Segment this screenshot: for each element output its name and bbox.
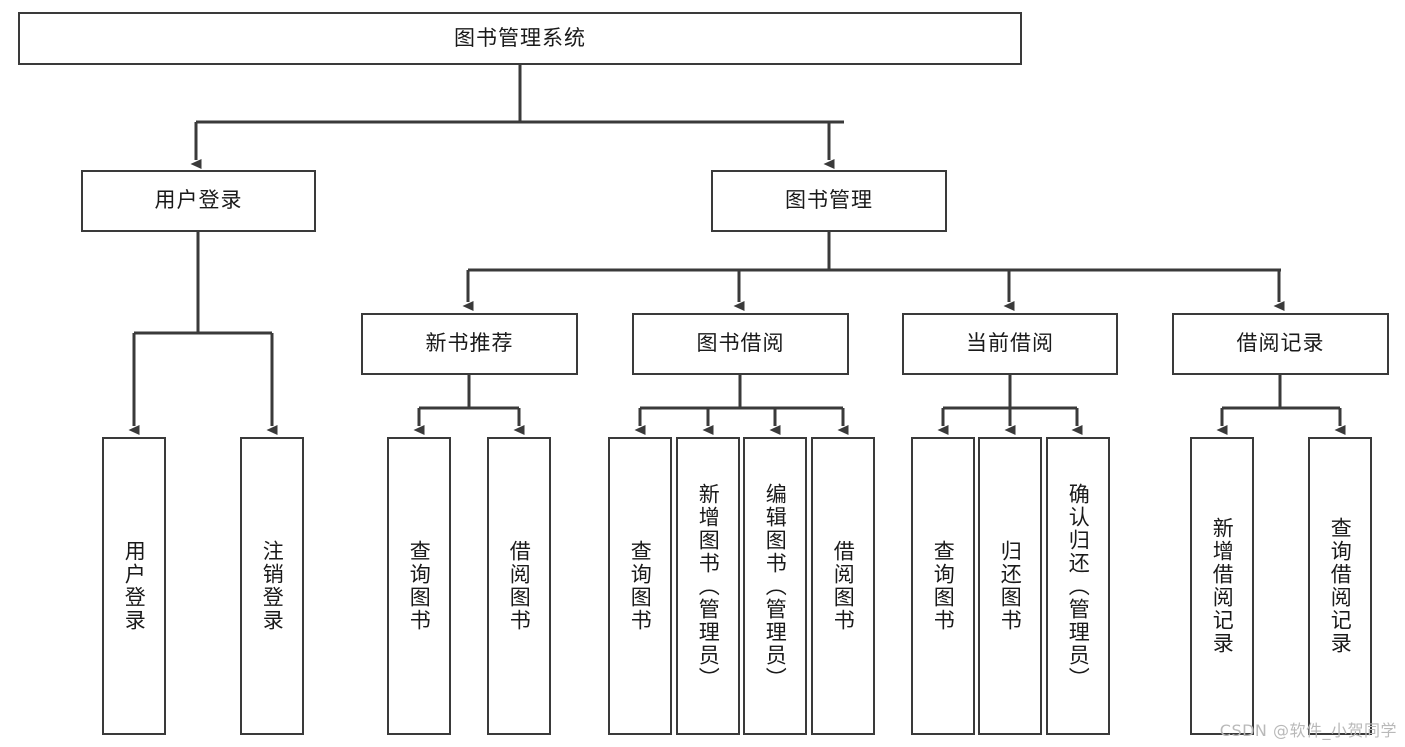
node-label: 注销登录	[260, 540, 285, 632]
leaf-logout-login[interactable]: 注销登录	[240, 437, 304, 735]
leaf-return-book[interactable]: 归还图书	[978, 437, 1042, 735]
node-book-management-system[interactable]: 图书管理系统	[18, 12, 1022, 65]
leaf-query-book-borrow[interactable]: 查询图书	[608, 437, 672, 735]
node-label: 查询图书	[628, 540, 653, 632]
node-label: 用户登录	[154, 188, 243, 213]
node-new-book-recommend[interactable]: 新书推荐	[361, 313, 578, 375]
leaf-query-book-current[interactable]: 查询图书	[911, 437, 975, 735]
node-label: 当前借阅	[966, 331, 1054, 356]
leaf-borrow-book[interactable]: 借阅图书	[811, 437, 875, 735]
node-label: 确认归还（管理员）	[1066, 482, 1091, 690]
leaf-borrow-book-recommend[interactable]: 借阅图书	[487, 437, 551, 735]
node-label: 查询借阅记录	[1328, 517, 1353, 655]
leaf-confirm-return[interactable]: 确认归还（管理员）	[1046, 437, 1110, 735]
leaf-query-borrow-record[interactable]: 查询借阅记录	[1308, 437, 1372, 735]
node-label: 借阅图书	[831, 540, 856, 632]
leaf-query-book-recommend[interactable]: 查询图书	[387, 437, 451, 735]
node-user-login[interactable]: 用户登录	[81, 170, 316, 232]
node-label: 图书管理	[785, 188, 873, 213]
leaf-edit-book[interactable]: 编辑图书（管理员）	[743, 437, 807, 735]
leaf-add-book[interactable]: 新增图书（管理员）	[676, 437, 740, 735]
node-label: 图书借阅	[696, 331, 785, 356]
watermark: CSDN @软件_小贺同学	[1219, 721, 1397, 740]
node-label: 用户登录	[122, 540, 147, 632]
node-label: 查询图书	[931, 540, 956, 632]
node-label: 新增图书（管理员）	[696, 482, 721, 690]
node-label: 编辑图书（管理员）	[763, 482, 788, 690]
node-current-borrow[interactable]: 当前借阅	[902, 313, 1118, 375]
node-label: 图书管理系统	[454, 25, 586, 50]
node-label: 借阅图书	[507, 540, 532, 632]
leaf-user-login[interactable]: 用户登录	[102, 437, 166, 735]
node-label: 归还图书	[998, 540, 1023, 632]
node-book-management[interactable]: 图书管理	[711, 170, 947, 232]
node-label: 新书推荐	[425, 331, 514, 356]
node-book-borrow[interactable]: 图书借阅	[632, 313, 849, 375]
leaf-add-borrow-record[interactable]: 新增借阅记录	[1190, 437, 1254, 735]
node-label: 借阅记录	[1236, 331, 1325, 356]
node-label: 查询图书	[407, 540, 432, 632]
node-borrow-record[interactable]: 借阅记录	[1172, 313, 1389, 375]
node-label: 新增借阅记录	[1210, 517, 1235, 655]
